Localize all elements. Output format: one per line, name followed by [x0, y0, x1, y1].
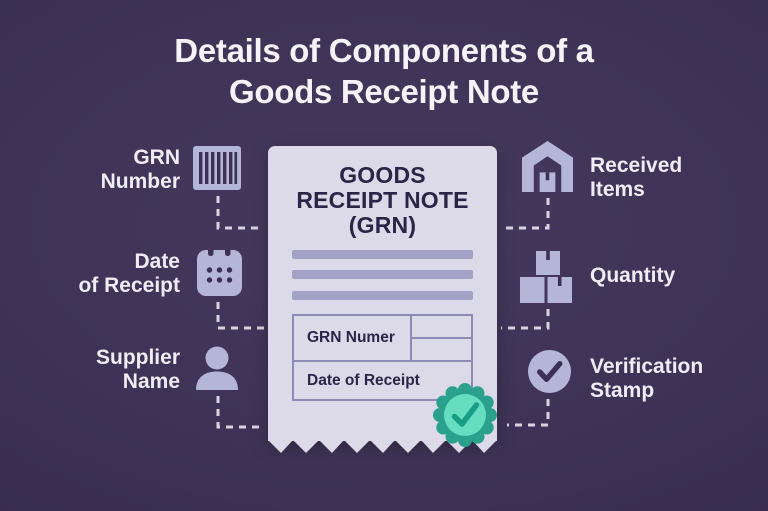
cell-divider: [412, 337, 471, 339]
component-label-received-items: Received Items: [590, 154, 750, 202]
receipt-heading-line: RECEIPT NOTE: [296, 187, 469, 213]
page-title: Details of Components of a Goods Receipt…: [0, 30, 768, 112]
table-cell-split: [410, 316, 471, 360]
grn-receipt-document: GOODS RECEIPT NOTE (GRN) GRN Numer Date …: [268, 146, 497, 441]
placeholder-line: [292, 250, 473, 259]
component-label-verification-stamp: Verification Stamp: [590, 355, 750, 403]
label-line: Number: [100, 170, 180, 193]
label-line: GRN: [133, 146, 180, 169]
label-line: Items: [590, 178, 645, 201]
component-label-quantity: Quantity: [590, 264, 750, 288]
label-line: of Receipt: [78, 274, 180, 297]
placeholder-line: [292, 270, 473, 279]
component-label-supplier-name: Supplier Name: [30, 346, 180, 394]
person-icon: [196, 346, 238, 390]
receipt-heading-line: GOODS: [339, 162, 426, 188]
receipt-heading: GOODS RECEIPT NOTE (GRN): [268, 163, 497, 238]
barcode-icon: [193, 146, 241, 190]
receipt-zigzag-edge: [268, 440, 497, 453]
calendar-icon: [197, 250, 242, 296]
verified-seal-icon: [433, 383, 497, 447]
check-circle-icon: [527, 349, 572, 394]
component-label-date-of-receipt: Date of Receipt: [30, 250, 180, 298]
label-line: Quantity: [590, 264, 676, 287]
component-label-grn-number: GRN Number: [30, 146, 180, 194]
page-title-line1: Details of Components of a: [174, 32, 594, 69]
label-line: Date: [134, 250, 180, 273]
receipt-heading-line: (GRN): [348, 212, 417, 238]
warehouse-icon: [522, 141, 573, 192]
label-line: Supplier: [95, 346, 180, 369]
field-label-date-of-receipt: Date of Receipt: [307, 371, 420, 389]
receipt-fields-table: GRN Numer Date of Receipt: [292, 314, 473, 401]
table-row-grn-number: GRN Numer: [294, 316, 471, 362]
label-line: Received: [590, 154, 683, 177]
field-label-grn-number: GRN Numer: [307, 329, 395, 346]
label-line: Stamp: [590, 379, 655, 402]
page-title-line2: Goods Receipt Note: [229, 73, 539, 110]
boxes-icon: [520, 251, 572, 303]
table-row-date-of-receipt: Date of Receipt: [294, 362, 471, 399]
label-line: Name: [122, 370, 180, 393]
label-line: Verification: [590, 355, 704, 378]
placeholder-line: [292, 291, 473, 300]
